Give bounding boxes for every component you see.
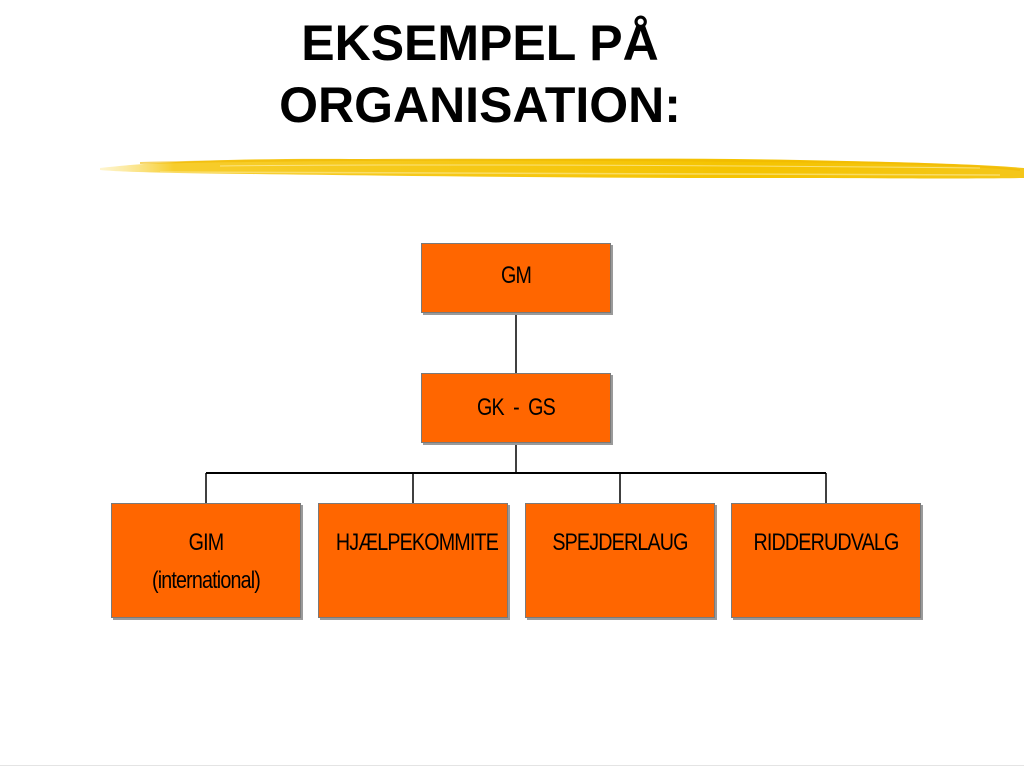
- slide-bottom-divider: [0, 765, 1024, 766]
- org-node-gm: GM: [421, 243, 611, 313]
- org-node-label: GM: [500, 262, 532, 289]
- title-line-1: EKSEMPEL PÅ: [301, 15, 659, 71]
- org-node-sublabel: (international): [151, 567, 261, 594]
- org-node-ridderudvalg: RIDDERUDVALG: [731, 503, 921, 618]
- org-node-label: GK - GS: [477, 394, 556, 421]
- org-node-label: RIDDERUDVALG: [753, 529, 899, 556]
- org-node-spejderlaug: SPEJDERLAUG: [525, 503, 715, 618]
- org-node-hjaelpekommite: HJÆLPEKOMMITE: [318, 503, 508, 618]
- org-node-gim: GIM (international): [111, 503, 301, 618]
- title-line-2: ORGANISATION:: [279, 77, 681, 133]
- slide-title: EKSEMPEL PÅ ORGANISATION:: [0, 12, 960, 136]
- org-node-label: SPEJDERLAUG: [552, 529, 688, 556]
- highlighter-underline: [100, 158, 1024, 179]
- org-node-label: GIM: [188, 529, 225, 556]
- org-node-label: HJÆLPEKOMMITE: [335, 529, 499, 556]
- org-node-gk-gs: GK - GS: [421, 373, 611, 443]
